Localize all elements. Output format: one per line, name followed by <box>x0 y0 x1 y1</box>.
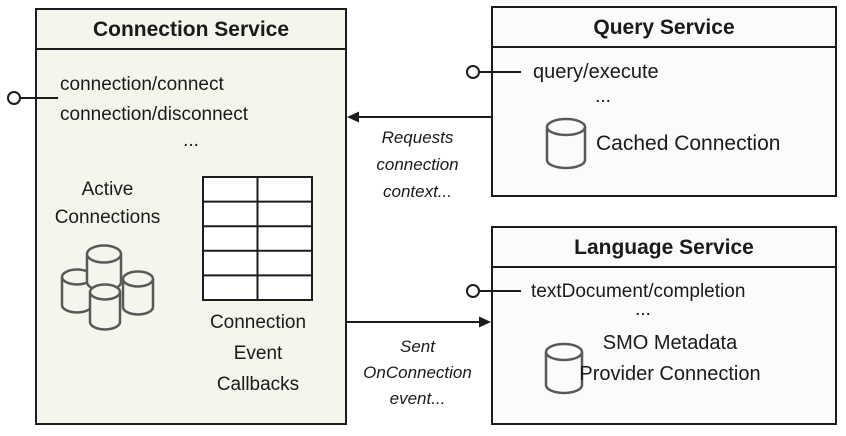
query-service-title: Query Service <box>493 8 835 48</box>
language-service-methods: textDocument/completion <box>531 277 745 307</box>
method-name: connection/disconnect <box>60 104 249 125</box>
method-name: textDocument/completion <box>531 281 746 302</box>
arrow-requests-connection-context <box>347 111 491 123</box>
language-service-title: Language Service <box>493 228 835 268</box>
connection-event-callbacks-label: Connection Event Callbacks <box>209 312 307 395</box>
method-name: query/execute <box>533 61 659 83</box>
cached-connection-label: Cached Connection <box>596 132 781 155</box>
method-name: connection/connect <box>60 74 224 95</box>
language-service-box: Language Service <box>491 226 837 425</box>
language-service-ellipsis: ... <box>635 299 651 320</box>
requests-connection-context-label: Requests connection context... <box>376 128 459 201</box>
connection-service-title: Connection Service <box>37 10 345 50</box>
connection-service-methods: connection/connect connection/disconnect <box>60 70 248 130</box>
active-connections-label: Active Connections <box>54 179 161 228</box>
arrow-sent-onconnection-event <box>347 316 491 328</box>
connection-service-ellipsis: ... <box>183 130 199 151</box>
query-service-ellipsis: ... <box>595 86 611 107</box>
query-service-box: Query Service <box>491 6 837 197</box>
sent-onconnection-event-label: Sent OnConnection event... <box>363 337 472 408</box>
query-service-methods: query/execute <box>533 58 659 86</box>
smo-metadata-provider-connection-label: SMO Metadata Provider Connection <box>579 332 761 385</box>
